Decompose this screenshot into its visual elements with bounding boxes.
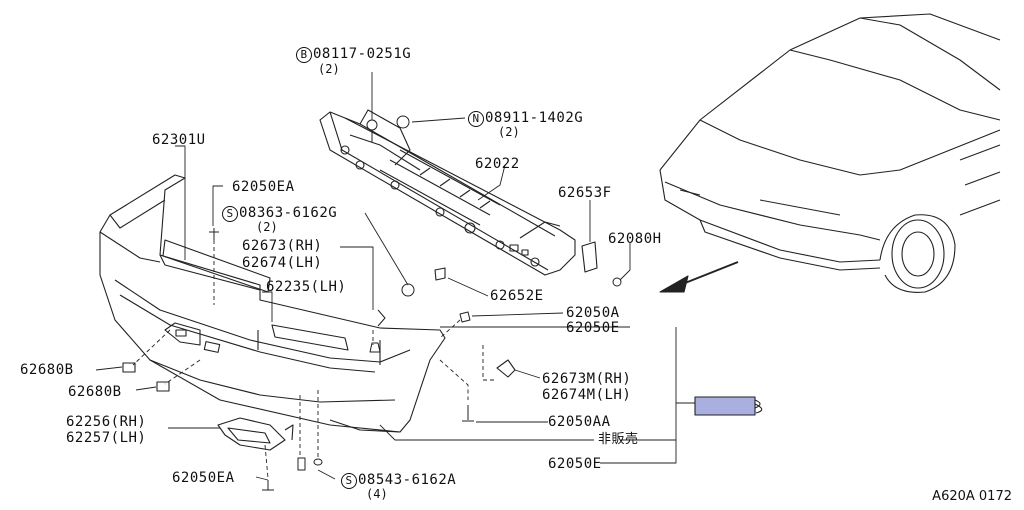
label-62301u: 62301U (152, 132, 206, 148)
label-08363-number: 08363-6162G (239, 205, 338, 221)
label-08543-qty: (4) (366, 487, 388, 501)
n-circle-icon: N (468, 111, 484, 127)
s-circle-icon: S (222, 206, 238, 222)
label-62680b-1: 62680B (20, 362, 74, 378)
label-62256-rh: 62256(RH) (66, 414, 147, 430)
label-62257-lh: 62257(LH) (66, 430, 147, 446)
label-62050ea-bottom: 62050EA (172, 470, 235, 486)
label-62674-lh: 62674(LH) (242, 255, 323, 271)
label-62673-rh: 62673(RH) (242, 238, 323, 254)
s-circle-icon: S (341, 473, 357, 489)
label-62673m-rh: 62673M(RH) (542, 371, 632, 387)
label-62050a: 62050A (566, 305, 620, 321)
label-62235-lh: 62235(LH) (266, 279, 347, 295)
label-62022: 62022 (475, 156, 520, 172)
label-not-sold: 非販売 (598, 432, 639, 447)
label-62680b-2: 62680B (68, 384, 122, 400)
label-08363-qty: (2) (256, 220, 278, 234)
label-62652e: 62652E (490, 288, 544, 304)
label-08911-qty: (2) (498, 125, 520, 139)
label-62080h: 62080H (608, 231, 662, 247)
label-62674m-lh: 62674M(LH) (542, 387, 632, 403)
label-08117-number: 08117-0251G (313, 46, 412, 62)
diagram-code: A620A 0172 (932, 489, 1012, 504)
car-outline (659, 13, 1001, 293)
b-circle-icon: B (296, 47, 312, 63)
reinforcement-62022 (319, 109, 576, 276)
label-62050aa: 62050AA (548, 414, 611, 430)
bumper-fascia (99, 174, 446, 433)
label-62653f: 62653F (558, 185, 612, 201)
label-08911-number: 08911-1402G (485, 110, 584, 126)
label-08117-qty: (2) (318, 62, 340, 76)
label-62050ea-top: 62050EA (232, 179, 295, 195)
label-08543-number: 08543-6162A (358, 472, 457, 488)
label-62050e-bottom: 62050E (548, 456, 602, 472)
label-62050e-top: 62050E (566, 320, 620, 336)
